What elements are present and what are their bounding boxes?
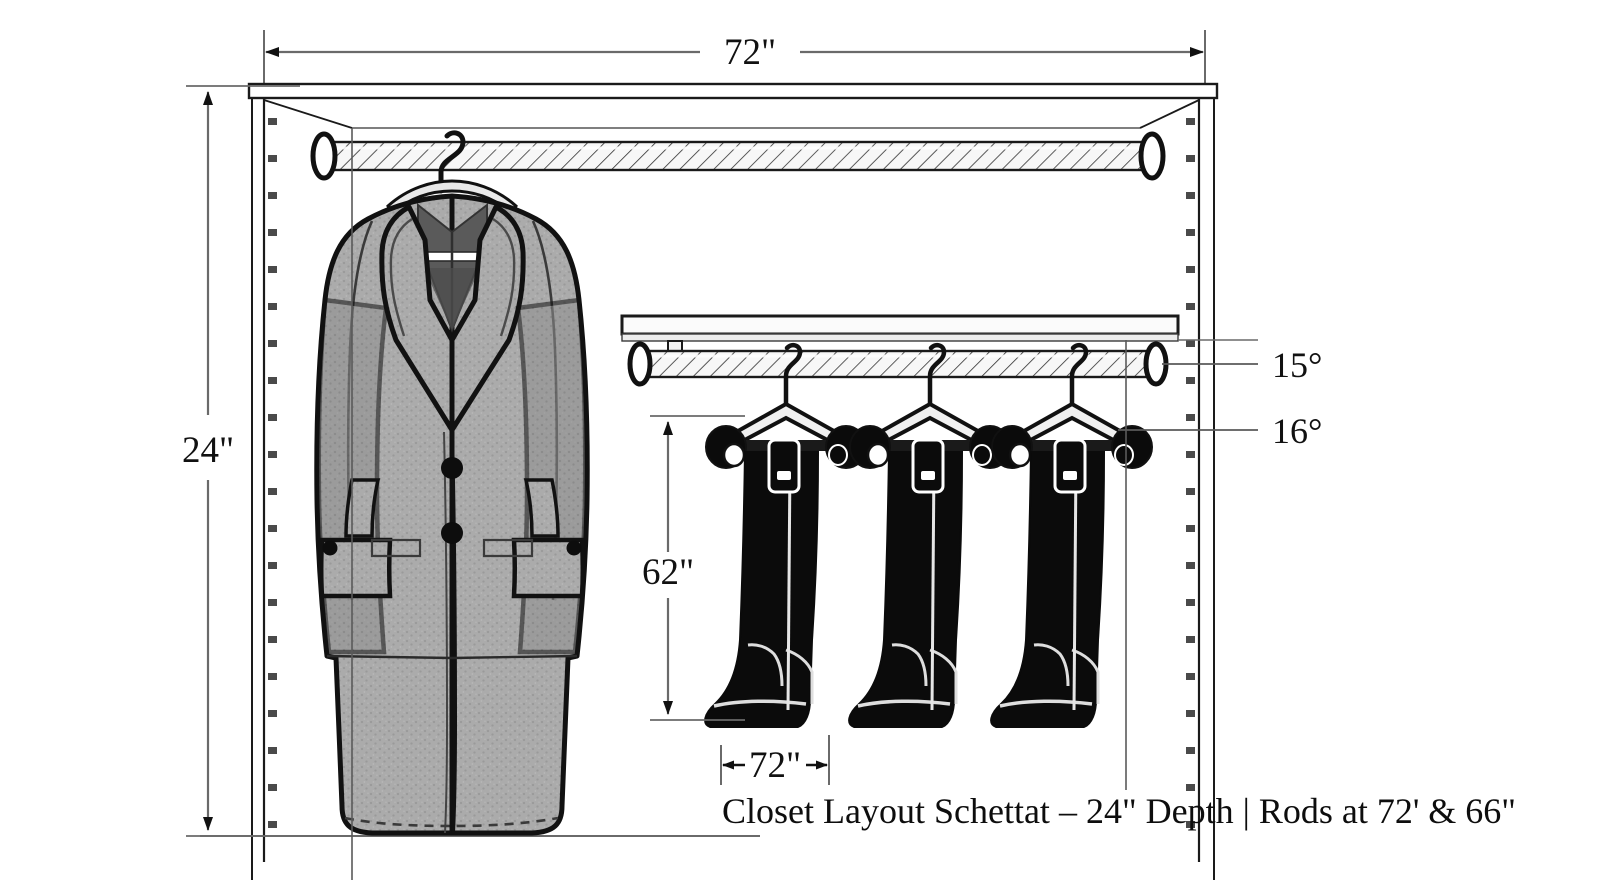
- shelf-pin-hole-column-left: [268, 118, 277, 828]
- riding-boot-3: [990, 438, 1106, 728]
- riding-boot-2: [848, 438, 964, 728]
- callout-lower-angle-label: 16°: [1272, 411, 1322, 451]
- coat-button-upper: [441, 457, 463, 479]
- upper-hanging-rod: [310, 131, 1166, 181]
- upper-rod-endcap-right: [1138, 131, 1166, 181]
- dimension-top-width-label: 72": [724, 32, 776, 73]
- dimension-left-height: 24": [182, 85, 300, 837]
- lower-hanging-rod: [627, 341, 1169, 387]
- callout-upper-angle: 15°: [1162, 345, 1322, 385]
- closet-carcass: [200, 82, 1219, 880]
- dimension-left-height-label: 24": [182, 430, 234, 471]
- shelf-pin-hole-column-right: [1186, 118, 1195, 828]
- dimension-inner-height: 62": [642, 415, 745, 721]
- hanging-overcoat: [314, 179, 590, 836]
- callout-upper-angle-label: 15°: [1272, 345, 1322, 385]
- dimension-inner-height-label: 62": [642, 552, 694, 593]
- callout-lower-angle: 16°: [1118, 411, 1322, 451]
- lower-rod-endcap-left: [627, 341, 653, 387]
- mid-shelf: [620, 314, 1180, 342]
- dimension-lower-width: 72": [720, 735, 830, 786]
- coat-button-lower: [441, 522, 463, 544]
- coat-hanger-hook: [438, 130, 466, 194]
- upper-rod-endcap-left: [310, 131, 338, 181]
- dimension-lower-width-label: 72": [749, 745, 801, 786]
- dimension-top-width: 72": [263, 30, 1206, 95]
- diagram-caption: Closet Layout Schettat – 24" Depth | Rod…: [722, 791, 1516, 831]
- riding-boot-1: [704, 438, 820, 728]
